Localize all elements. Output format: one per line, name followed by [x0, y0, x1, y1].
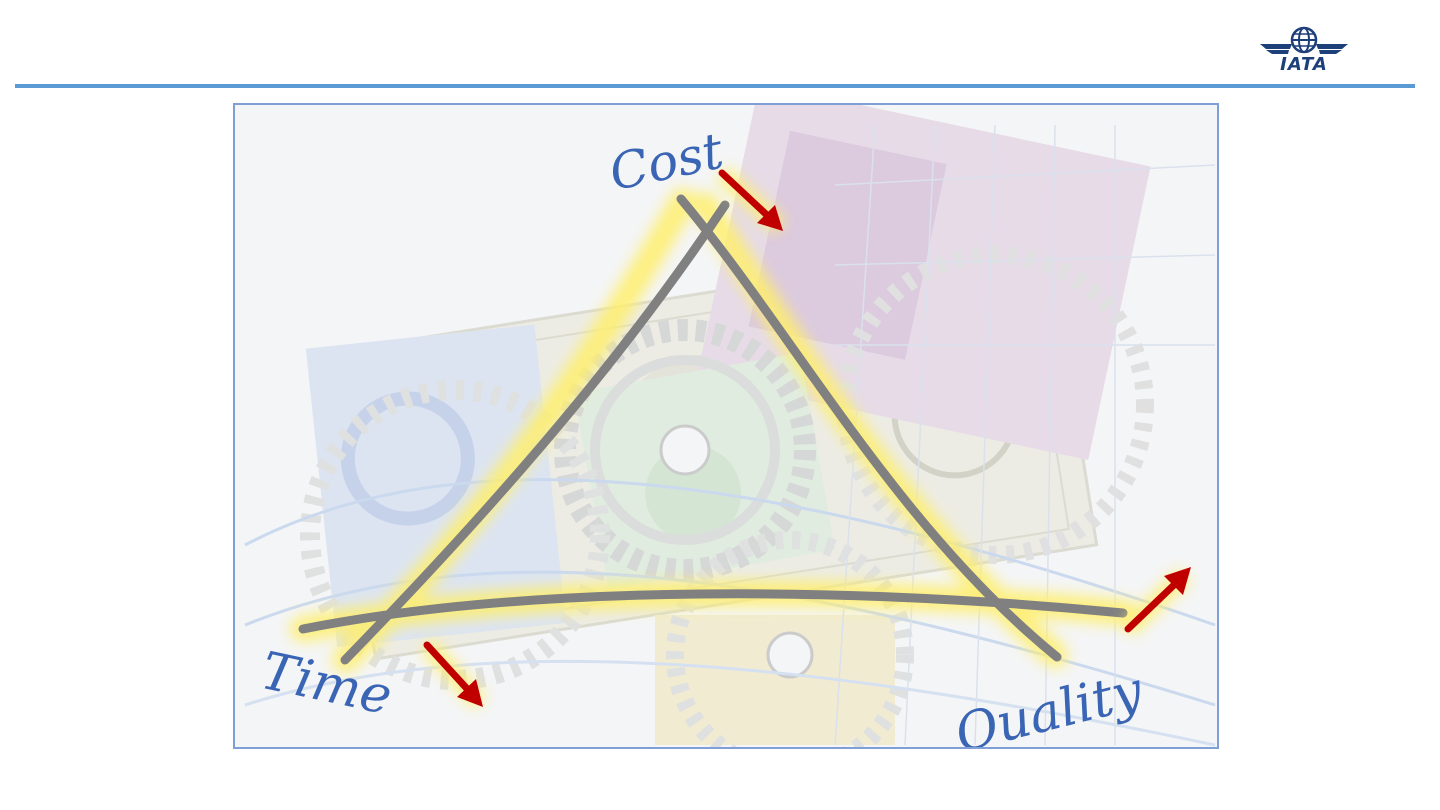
header-divider [15, 84, 1415, 88]
quality-label: Quality [949, 660, 1149, 747]
edge-time-quality [298, 589, 1128, 634]
time-arrow-icon [423, 641, 483, 707]
triangle-edges [298, 194, 1128, 665]
logo-text: IATA [1280, 54, 1328, 75]
cost-arrow-icon [718, 169, 783, 231]
cost-label: Cost [604, 121, 729, 202]
globe-wings-icon [1260, 26, 1348, 54]
cost-time-quality-picture: Cost Time Quality [233, 103, 1219, 749]
edge-cost-time [340, 200, 730, 665]
iata-logo: IATA [1256, 26, 1352, 78]
triangle-illustration: Cost Time Quality [244, 105, 1216, 747]
quality-arrow-icon [1124, 567, 1191, 633]
background-collage [244, 105, 1216, 747]
